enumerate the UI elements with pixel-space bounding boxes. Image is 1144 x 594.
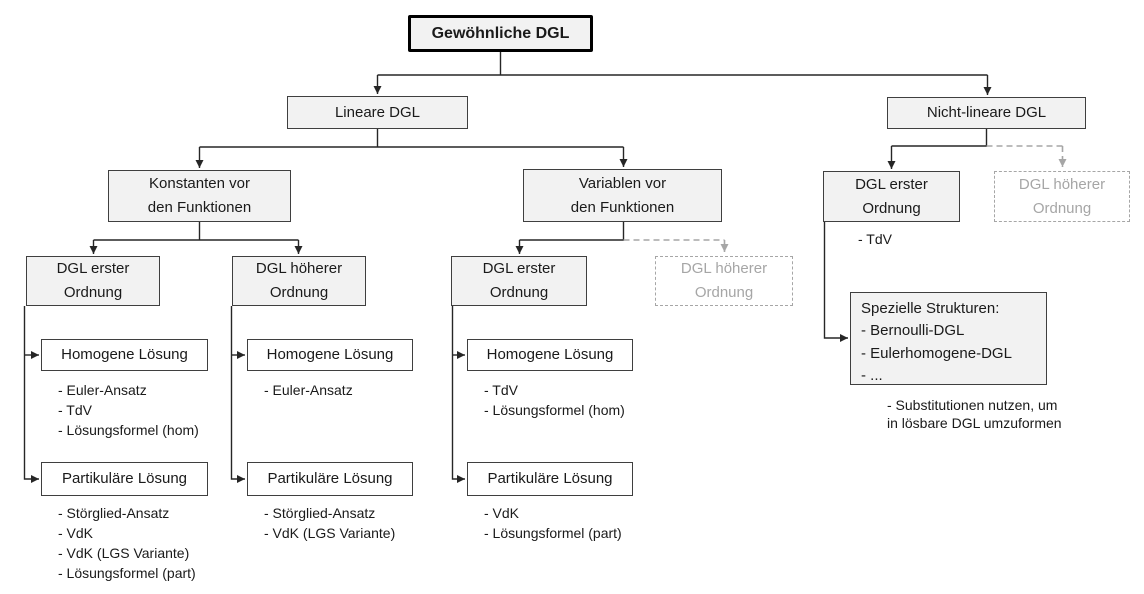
- node-c2-homogene-loesung: Homogene Lösung: [247, 339, 413, 371]
- bullets-c3-partikulaere: - VdK - Lösungsformel (part): [484, 503, 622, 543]
- text-line: DGL erster: [855, 175, 928, 193]
- connector-variablen-elbow: [519, 222, 625, 241]
- text-line: - ...: [861, 367, 883, 385]
- node-c2-partikulaere-loesung: Partikuläre Lösung: [247, 462, 413, 496]
- text-line: DGL erster: [56, 260, 130, 277]
- text-line: Ordnung: [63, 284, 123, 301]
- connector-root-split: [377, 52, 988, 76]
- text-line: Spezielle Strukturen:: [861, 300, 1000, 317]
- node-variablen-vor-funktionen: Variablen vor den Funktionen: [523, 169, 722, 222]
- bullets-c1-homogene: - Euler-Ansatz - TdV - Lösungsformel (hom): [58, 380, 199, 440]
- text-line: - TdV: [58, 402, 92, 418]
- text-line: - VdK: [484, 505, 520, 521]
- text-line: Konstanten vor: [149, 175, 250, 192]
- text-line: - Lösungsformel (hom): [484, 402, 625, 418]
- text-line: - Euler-Ansatz: [264, 382, 353, 398]
- text-line: - VdK: [58, 525, 94, 541]
- text-line: den Funktionen: [147, 199, 252, 216]
- text-line: Ordnung: [862, 199, 921, 217]
- node-nicht-lineare-dgl: Nicht-lineare DGL: [887, 97, 1086, 129]
- text-line: - Euler-Ansatz: [58, 382, 147, 398]
- note-substitutionen: - Substitutionen nutzen, um in lösbare DG…: [887, 396, 1062, 432]
- bullets-c2-homogene: - Euler-Ansatz: [264, 380, 353, 400]
- text-line: Variablen vor: [578, 174, 667, 192]
- text-line: - TdV: [858, 231, 892, 247]
- node-c1-partikulaere-loesung: Partikuläre Lösung: [41, 462, 208, 496]
- bullets-nl-erster: - TdV: [858, 229, 892, 249]
- text-line: Nicht-lineare DGL: [926, 104, 1047, 121]
- text-line: den Funktionen: [570, 198, 675, 216]
- text-line: - Störglied-Ansatz: [58, 505, 170, 521]
- node-c3-homogene-loesung: Homogene Lösung: [467, 339, 633, 371]
- text-line: - Lösungsformel (part): [484, 525, 622, 541]
- text-line: DGL höherer: [1018, 175, 1106, 193]
- bullets-c3-homogene: - TdV - Lösungsformel (hom): [484, 380, 625, 420]
- text-line: Ordnung: [694, 284, 754, 301]
- spine-col1-partikulaere: [23, 306, 39, 483]
- text-line: DGL erster: [482, 260, 556, 277]
- text-line: - Substitutionen nutzen, um: [887, 397, 1058, 413]
- node-c3-partikulaere-loesung: Partikuläre Lösung: [467, 462, 633, 496]
- text-line: Lineare DGL: [334, 103, 421, 121]
- node-gewoehnliche-dgl: Gewöhnliche DGL: [408, 15, 593, 52]
- text-line: - VdK (LGS Variante): [264, 525, 396, 541]
- connector-nichtlineare-elbow: [891, 129, 988, 147]
- node-c1-homogene-loesung: Homogene Lösung: [41, 339, 208, 371]
- text-line: Ordnung: [1032, 199, 1092, 217]
- text-line: - Lösungsformel (part): [58, 565, 196, 581]
- text-line: - Bernoulli-DGL: [861, 322, 965, 340]
- spine-spezielle: [823, 222, 848, 342]
- text-line: Ordnung: [489, 284, 549, 301]
- bullets-c1-partikulaere: - Störglied-Ansatz - VdK - VdK (LGS Varian…: [58, 503, 196, 583]
- spine-col3-partikulaere: [451, 306, 465, 483]
- text-line: - Störglied-Ansatz: [264, 505, 376, 521]
- spine-col2-partikulaere: [230, 306, 245, 483]
- bullets-c2-partikulaere: - Störglied-Ansatz - VdK (LGS Variante): [264, 503, 395, 543]
- connector-lineare-split: [199, 129, 624, 148]
- text-line: DGL höherer: [255, 260, 343, 277]
- connector-konstanten-split: [93, 222, 299, 241]
- node-spezielle-strukturen: Spezielle Strukturen: - Bernoulli-DGL - Eu…: [850, 292, 1047, 385]
- node-konstanten-vor-funktionen: Konstanten vor den Funktionen: [108, 170, 291, 222]
- text-line: - VdK (LGS Variante): [58, 545, 190, 561]
- text-line: Ordnung: [269, 284, 329, 301]
- text-line: in lösbare DGL umzuformen: [887, 415, 1062, 431]
- text-line: DGL höherer: [680, 260, 768, 277]
- text-line: - TdV: [484, 382, 518, 398]
- text-line: - Lösungsformel (hom): [58, 422, 199, 438]
- text-line: - Eulerhomogene-DGL: [861, 344, 1012, 362]
- node-lineare-dgl: Lineare DGL: [287, 96, 468, 129]
- text-line: Gewöhnliche DGL: [431, 24, 570, 42]
